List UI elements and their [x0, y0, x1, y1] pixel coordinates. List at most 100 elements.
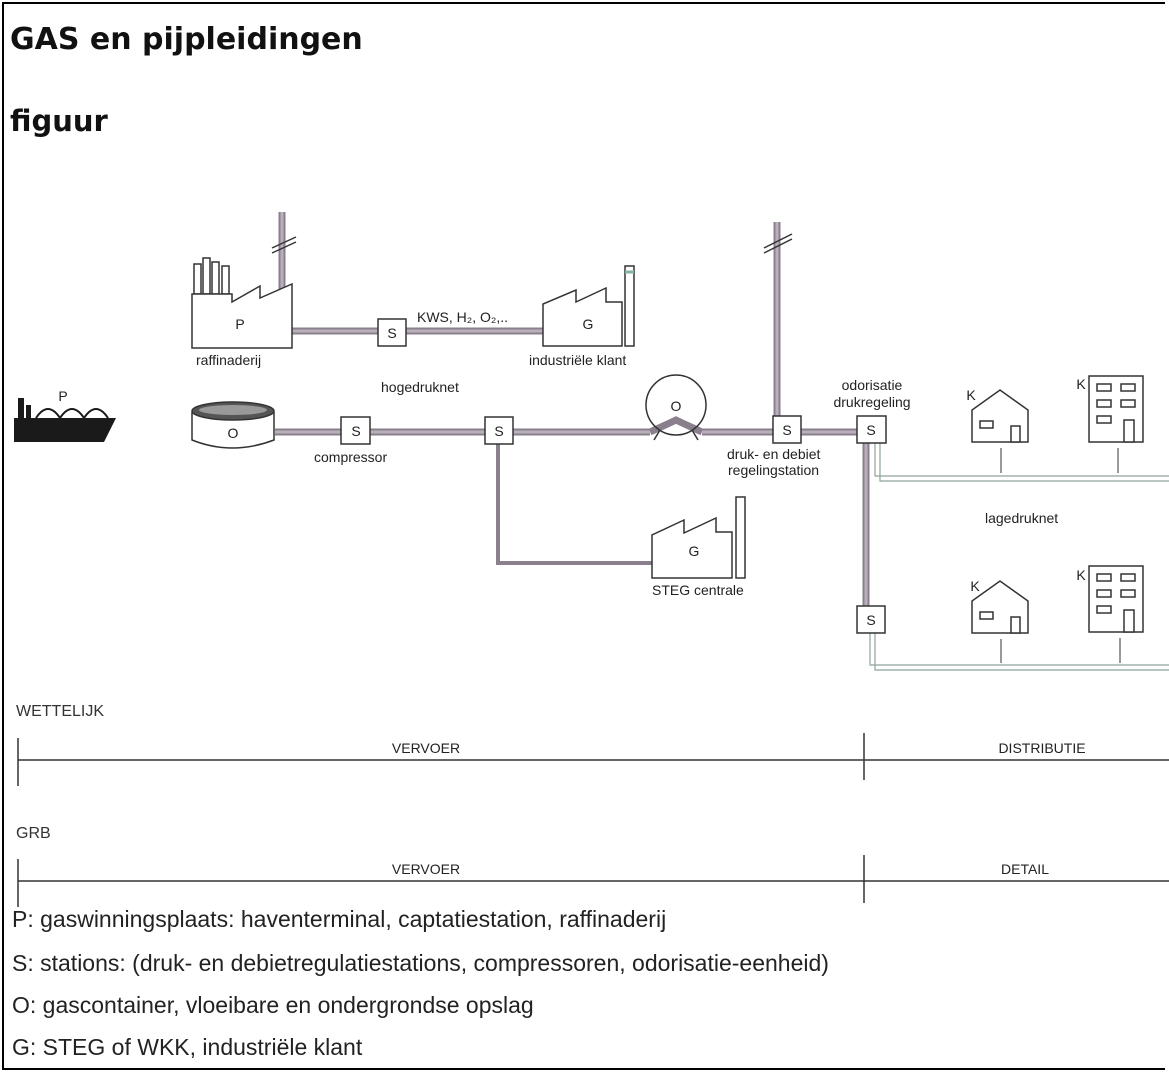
odorisatie-label-1: odorisatie — [842, 377, 903, 393]
customer-letter: K — [1076, 376, 1086, 392]
ship-letter: P — [58, 388, 67, 404]
steg-building — [651, 496, 746, 579]
steg-branch-pipe — [496, 443, 655, 565]
chimney — [202, 257, 211, 295]
customer-apartment-top — [1088, 375, 1144, 473]
house-window — [979, 611, 994, 620]
legend-item-o: O: gascontainer, vloeibare en ondergrond… — [12, 992, 534, 1018]
tank-body — [191, 412, 275, 449]
apartment-window — [1096, 399, 1112, 408]
pipe-break-marks — [271, 233, 793, 254]
lp-line — [874, 440, 1169, 477]
apartment-window — [1096, 573, 1112, 582]
compressor-station-box — [340, 416, 371, 445]
customer-letter: K — [966, 387, 976, 403]
main-pipe-gasholder — [648, 416, 704, 436]
odorisatie-station-box — [856, 415, 887, 444]
customer-house-bottom — [971, 580, 1029, 663]
tank-letter: O — [228, 425, 239, 441]
pipe-highlights — [275, 212, 872, 610]
apartment-window — [1096, 383, 1112, 392]
refinery-letter: P — [235, 316, 244, 332]
chimney — [211, 261, 220, 295]
refinery-building — [191, 257, 293, 349]
ship-hull — [14, 418, 116, 442]
wettelijk-label: WETTELIJK — [16, 703, 104, 720]
gasholder-sphere — [645, 374, 707, 436]
wettelijk-right-label: DISTRIBUTIE — [998, 740, 1085, 756]
odorisatie-label-2: drukregeling — [833, 394, 910, 410]
hogedruknet-label: hogedruknet — [381, 379, 459, 395]
odorisatie-station-letter: S — [866, 422, 875, 438]
ship — [14, 398, 116, 442]
storage-tank — [191, 401, 275, 449]
customer-letter: K — [970, 578, 980, 594]
refinery-body — [191, 282, 293, 349]
industrial-client-letter: G — [583, 316, 594, 332]
house-door — [1010, 425, 1021, 443]
apartment-window — [1120, 399, 1136, 408]
apartment-window — [1120, 589, 1136, 598]
grb-right-label: DETAIL — [1001, 861, 1049, 877]
break-mark — [271, 236, 297, 249]
tank-top-inner — [199, 405, 267, 415]
gasholder-leg — [691, 429, 699, 441]
regelstation-label-2: regelingstation — [728, 462, 819, 478]
kws-label: KWS, H₂, O₂,.. — [417, 309, 508, 325]
legend-item-p: P: gaswinningsplaats: haventerminal, cap… — [12, 906, 667, 932]
factory-body — [542, 286, 623, 347]
legend-item-s: S: stations: (druk- en debietregulatiest… — [12, 950, 829, 976]
high-pressure-pipes — [275, 212, 872, 610]
lower-station-letter: S — [866, 612, 875, 628]
break-mark — [763, 238, 793, 254]
customer-house-top — [971, 389, 1029, 473]
regelstation-box — [772, 415, 802, 444]
junction-station-box — [484, 416, 514, 445]
apartment-window — [1096, 589, 1112, 598]
gasholder — [645, 374, 707, 441]
apartment-window — [1120, 573, 1136, 582]
regelstation-label-1: druk- en debiet — [727, 446, 821, 462]
regelstation-letter: S — [782, 422, 791, 438]
grb-label: GRB — [16, 825, 51, 842]
industrial-client-building — [542, 265, 635, 347]
wettelijk-scale — [17, 733, 1169, 786]
steg-body — [651, 516, 733, 579]
gasholder-letter: O — [671, 398, 682, 414]
apartment-window — [1120, 383, 1136, 392]
grb-scale — [17, 855, 1169, 907]
junction-station-letter: S — [494, 423, 503, 439]
break-mark — [763, 233, 793, 249]
steg-pipe — [496, 443, 655, 565]
grb-left-label: VERVOER — [392, 861, 460, 877]
ship-domes — [35, 408, 109, 420]
page-subtitle: figuur — [10, 104, 108, 138]
customer-apartment-bottom — [1088, 565, 1144, 663]
house-window — [979, 420, 994, 429]
refinery-label: raffinaderij — [196, 352, 261, 368]
chimney — [193, 263, 202, 295]
break-mark — [271, 241, 297, 254]
page-title: GAS en pijpleidingen — [10, 22, 363, 57]
lagedruknet-label: lagedruknet — [985, 510, 1058, 526]
industrial-client-label: industriële klant — [529, 352, 626, 368]
legend-item-g: G: STEG of WKK, industriële klant — [12, 1034, 363, 1060]
ship-mast — [18, 398, 24, 418]
chimney — [221, 265, 230, 295]
apartment-window — [1096, 415, 1112, 424]
apartment-door — [1123, 419, 1135, 443]
lower-station-box — [856, 605, 886, 634]
ship-mast — [26, 405, 31, 418]
wettelijk-left-label: VERVOER — [392, 740, 460, 756]
gasholder-leg — [653, 429, 661, 441]
low-pressure-pipes — [869, 440, 1169, 671]
steg-letter: G — [689, 543, 700, 559]
station-letter: S — [387, 325, 396, 341]
customer-letter: K — [1076, 567, 1086, 583]
lp-line — [879, 440, 1169, 482]
compressor-station-letter: S — [351, 423, 360, 439]
compressor-label: compressor — [314, 449, 387, 465]
steg-tower — [735, 496, 746, 579]
